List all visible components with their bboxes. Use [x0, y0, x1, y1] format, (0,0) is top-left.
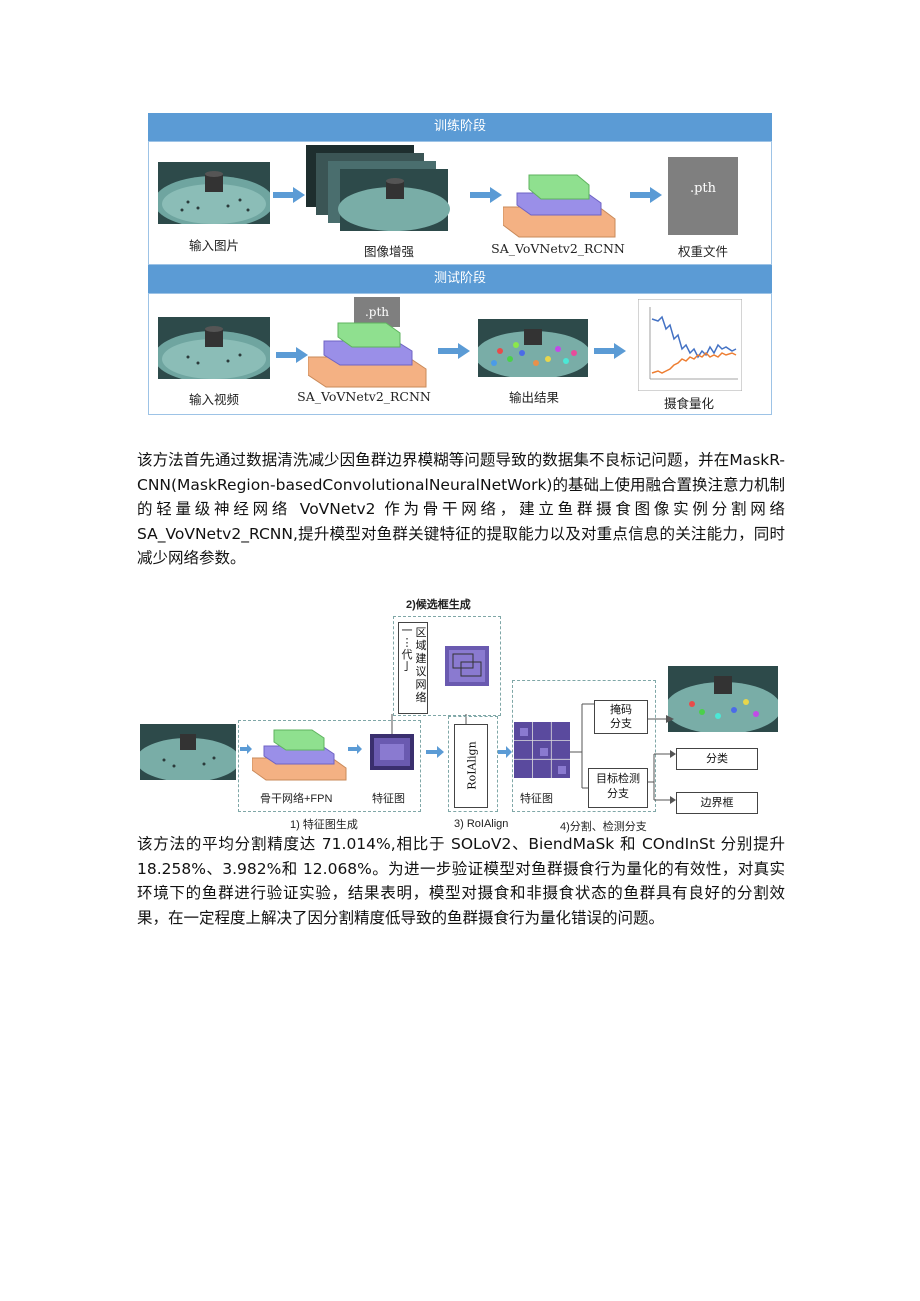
fish-tank-image	[158, 162, 270, 224]
model-weights-box: .pth	[354, 297, 400, 327]
classify-box: 分类	[676, 748, 758, 770]
backbone-layers-diagram	[252, 729, 347, 781]
arrow-right-icon	[240, 744, 252, 754]
paragraph-results: 该方法的平均分割精度达 71.014%,相比于 SOLoV2、BiendMaSk…	[137, 835, 785, 927]
arrow-right-icon	[273, 187, 305, 203]
fish-tank-video-image	[158, 317, 270, 379]
rpn-marks: 一⋮代亅	[401, 625, 413, 673]
feature-stage-box	[238, 720, 421, 812]
model-layers-diagram-test	[308, 322, 427, 388]
training-testing-figure: 训练阶段 输入图片 图像增强 SA_VoVNetv2_RCNN	[148, 113, 772, 415]
weights-file-icon: .pth	[668, 157, 738, 235]
output-caption: 输出结果	[508, 390, 559, 405]
quant-caption: 摄食量化	[663, 396, 714, 411]
feature-map-caption: 特征图	[372, 793, 405, 805]
input-video-caption: 输入视频	[188, 392, 239, 407]
stage2-title: 2)候选框生成	[406, 599, 471, 611]
weights-caption: 权重文件	[677, 244, 728, 259]
proposal-stage-box	[393, 616, 501, 716]
arrow-right-icon	[630, 187, 662, 203]
bbox-box: 边界框	[676, 792, 758, 814]
roialign-box: RoIAlign	[454, 724, 488, 808]
model-layers-diagram	[503, 174, 616, 238]
feeding-quant-plot	[638, 299, 742, 391]
test-model-caption: SA_VoVNetv2_RCNN	[297, 389, 431, 404]
det-branch-label: 目标检测分支	[596, 773, 640, 800]
arrow-right-icon	[426, 746, 444, 758]
stage4-caption: 4)分割、检测分支	[560, 821, 647, 833]
model-caption: SA_VoVNetv2_RCNN	[491, 241, 625, 256]
mask-branch-label: 掩码分支	[610, 704, 632, 730]
paragraph-method-description: 该方法首先通过数据清洗减少因鱼群边界模糊等问题导致的数据集不良标记问题，并在Ma…	[137, 451, 785, 567]
augmented-images-stack	[306, 145, 450, 231]
arrow-right-icon	[438, 343, 470, 359]
branch-stage-box	[512, 680, 656, 812]
input-image-caption: 输入图片	[188, 238, 239, 253]
arrow-to-result-icon	[648, 715, 674, 723]
rpn-box: 一⋮代亅 区域建议网络	[398, 622, 428, 714]
stage3-caption: 3) RoIAlign	[454, 818, 509, 830]
training-stage-header: 训练阶段	[148, 113, 772, 141]
weights-file-label: .pth	[689, 181, 717, 196]
roialign-label: RoIAlign	[465, 741, 479, 790]
arrow-right-icon	[470, 187, 502, 203]
feature-map2-caption: 特征图	[520, 793, 553, 805]
det-branch-box: 目标检测分支	[588, 768, 648, 808]
segmented-result-image	[668, 666, 778, 732]
arrow-right-icon	[498, 746, 512, 758]
segmentation-output-image	[478, 319, 588, 377]
arrow-right-icon	[276, 347, 308, 363]
proposal-feature-thumb	[445, 646, 489, 686]
augment-caption: 图像增强	[363, 244, 414, 259]
fish-tank-input-image	[140, 724, 236, 780]
rpn-label: 区域建议网络	[415, 627, 427, 704]
mask-branch-box: 掩码分支	[594, 700, 648, 734]
arrow-right-icon	[594, 343, 626, 359]
arrow-right-icon	[348, 744, 362, 754]
roialign-stage-box	[448, 716, 498, 812]
feature-map-thumb	[370, 734, 414, 770]
architecture-figure: 2)候选框生成 一⋮代亅 区域建议网络 骨干网络+FPN 特征图 1	[140, 596, 780, 833]
backbone-caption: 骨干网络+FPN	[260, 793, 333, 805]
roi-feature-grid	[514, 722, 570, 778]
stage1-caption: 1) 特征图生成	[290, 819, 358, 831]
det-output-connectors	[648, 750, 676, 804]
testing-stage-header: 测试阶段	[148, 265, 772, 293]
